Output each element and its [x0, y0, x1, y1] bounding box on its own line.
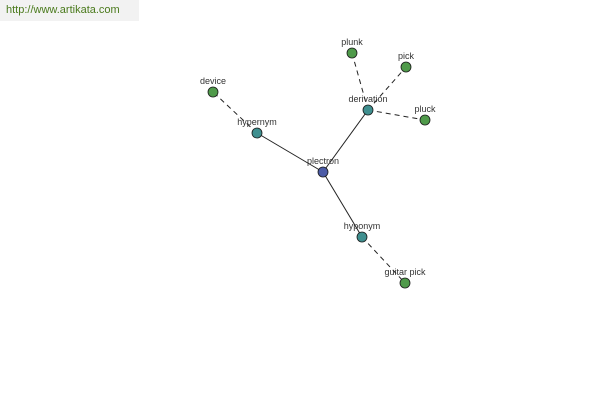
edge-derivation-plunk	[351, 52, 369, 111]
node-derivation[interactable]: derivation	[348, 94, 388, 116]
node-dot-hypernym[interactable]	[251, 127, 263, 139]
node-label-device: device	[200, 76, 226, 86]
node-plectron[interactable]: plectron	[307, 156, 339, 178]
edge-derivation-pluck	[367, 109, 426, 121]
nodes-layer: plectron hypernym derivation hyponym device p…	[200, 37, 436, 289]
node-label-pick: pick	[398, 51, 415, 61]
node-dot-device[interactable]	[207, 86, 219, 98]
edge-hypernym-device	[212, 91, 258, 134]
node-dot-pluck[interactable]	[419, 114, 431, 126]
node-label-plunk: plunk	[341, 37, 363, 47]
node-dot-plunk[interactable]	[346, 47, 358, 59]
node-label-derivation: derivation	[348, 94, 387, 104]
node-pick[interactable]: pick	[398, 51, 415, 73]
node-label-hypernym: hypernym	[237, 117, 277, 127]
node-dot-guitar-pick[interactable]	[399, 277, 411, 289]
node-plunk[interactable]: plunk	[341, 37, 363, 59]
edges-layer	[212, 52, 426, 284]
edge-plectron-hyponym	[322, 171, 363, 238]
edge-hyponym-guitar-pick	[361, 236, 406, 284]
node-label-hyponym: hyponym	[344, 221, 381, 231]
site-watermark-link[interactable]: http://www.artikata.com	[0, 0, 139, 21]
node-guitar-pick[interactable]: guitar pick	[384, 267, 426, 289]
edge-derivation-pick	[367, 66, 407, 111]
node-device[interactable]: device	[200, 76, 226, 98]
edge-plectron-hypernym	[256, 132, 324, 173]
node-pluck[interactable]: pluck	[414, 104, 436, 126]
node-dot-hyponym[interactable]	[356, 231, 368, 243]
node-label-pluck: pluck	[414, 104, 436, 114]
edge-plectron-derivation	[322, 109, 369, 173]
node-hypernym[interactable]: hypernym	[237, 117, 277, 139]
node-dot-plectron[interactable]	[317, 166, 329, 178]
node-label-guitar-pick: guitar pick	[384, 267, 426, 277]
node-hyponym[interactable]: hyponym	[344, 221, 381, 243]
node-dot-pick[interactable]	[400, 61, 412, 73]
node-dot-derivation[interactable]	[362, 104, 374, 116]
node-label-plectron: plectron	[307, 156, 339, 166]
